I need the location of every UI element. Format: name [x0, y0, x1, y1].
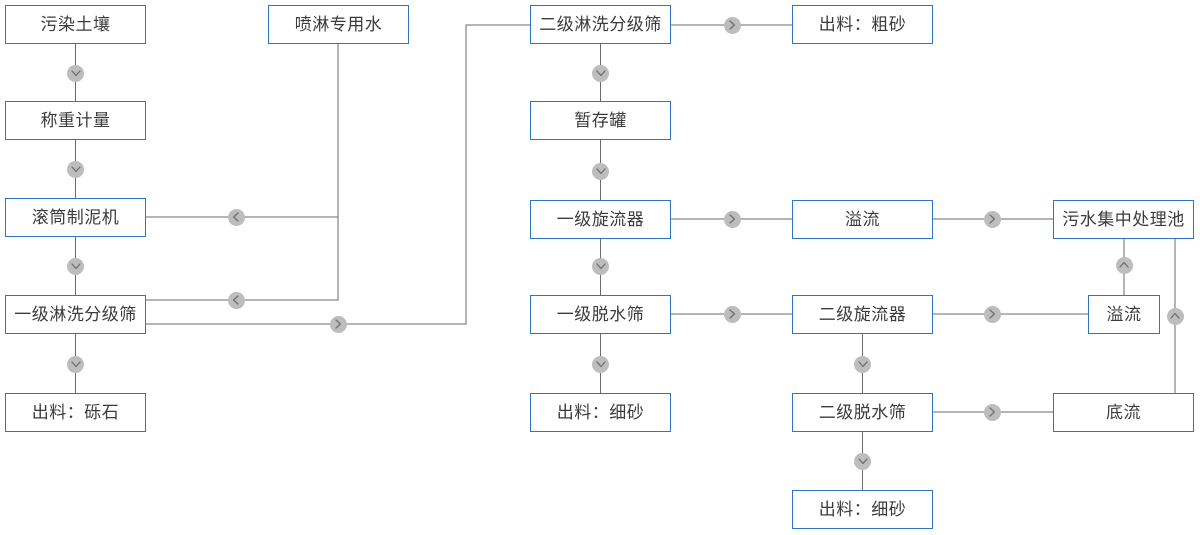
node-n13[interactable]: 溢流 [792, 200, 933, 239]
node-label: 出料：粗砂 [815, 16, 911, 33]
node-label: 二级旋流器 [815, 306, 911, 323]
arrow-right-icon [984, 211, 1001, 228]
node-label: 出料：细砂 [815, 501, 911, 518]
node-label: 二级淋洗分级筛 [535, 16, 666, 33]
arrow-down-icon [67, 65, 84, 82]
arrow-down-icon [67, 161, 84, 178]
node-label: 一级旋流器 [553, 211, 649, 228]
node-label: 出料：砾石 [28, 404, 124, 421]
node-label: 一级淋洗分级筛 [10, 306, 141, 323]
arrow-up-icon [1116, 257, 1133, 274]
node-n3[interactable]: 滚筒制泥机 [5, 198, 146, 237]
arrow-left-icon [228, 292, 245, 309]
arrow-down-icon [67, 258, 84, 275]
node-label: 喷淋专用水 [291, 16, 387, 33]
node-n16[interactable]: 出料：细砂 [792, 490, 933, 529]
node-label: 底流 [1102, 404, 1145, 421]
node-label: 溢流 [1103, 306, 1146, 323]
arrow-right-icon [984, 306, 1001, 323]
node-n7[interactable]: 二级淋洗分级筛 [530, 5, 671, 44]
node-n9[interactable]: 一级旋流器 [530, 200, 671, 239]
node-n11[interactable]: 出料：细砂 [530, 393, 671, 432]
node-n15[interactable]: 二级脱水筛 [792, 393, 933, 432]
node-label: 暂存罐 [570, 112, 631, 129]
node-label: 称重计量 [37, 112, 115, 129]
node-label: 二级脱水筛 [815, 404, 911, 421]
arrow-down-icon [854, 453, 871, 470]
arrow-right-icon [330, 316, 347, 333]
node-n4[interactable]: 一级淋洗分级筛 [5, 295, 146, 334]
arrow-up-icon [1167, 308, 1184, 325]
arrow-down-icon [854, 356, 871, 373]
connector-n6-to-n4 [146, 44, 338, 300]
node-n17[interactable]: 污水集中处理池 [1053, 200, 1194, 239]
node-n19[interactable]: 底流 [1053, 393, 1194, 432]
arrow-down-icon [592, 65, 609, 82]
node-label: 污染土壤 [37, 16, 115, 33]
node-n1[interactable]: 污染土壤 [5, 5, 146, 44]
connector-n4-to-n7 [146, 25, 530, 324]
arrow-down-icon [592, 356, 609, 373]
arrow-down-icon [67, 356, 84, 373]
node-label: 出料：细砂 [553, 404, 649, 421]
node-n5[interactable]: 出料：砾石 [5, 393, 146, 432]
arrow-right-icon [724, 306, 741, 323]
arrow-down-icon [592, 163, 609, 180]
arrow-down-icon [592, 258, 609, 275]
node-n14[interactable]: 二级旋流器 [792, 295, 933, 334]
arrow-left-icon [228, 209, 245, 226]
arrow-right-icon [984, 404, 1001, 421]
node-n10[interactable]: 一级脱水筛 [530, 295, 671, 334]
node-n12[interactable]: 出料：粗砂 [792, 5, 933, 44]
connector-n6-to-n3 [146, 44, 338, 217]
node-n6[interactable]: 喷淋专用水 [268, 5, 409, 44]
node-label: 污水集中处理池 [1058, 211, 1189, 228]
node-label: 溢流 [841, 211, 884, 228]
node-label: 一级脱水筛 [553, 306, 649, 323]
node-n18[interactable]: 溢流 [1088, 295, 1160, 334]
arrow-right-icon [724, 211, 741, 228]
node-n8[interactable]: 暂存罐 [530, 101, 671, 140]
arrow-right-icon [724, 17, 741, 34]
node-n2[interactable]: 称重计量 [5, 101, 146, 140]
node-label: 滚筒制泥机 [28, 209, 124, 226]
